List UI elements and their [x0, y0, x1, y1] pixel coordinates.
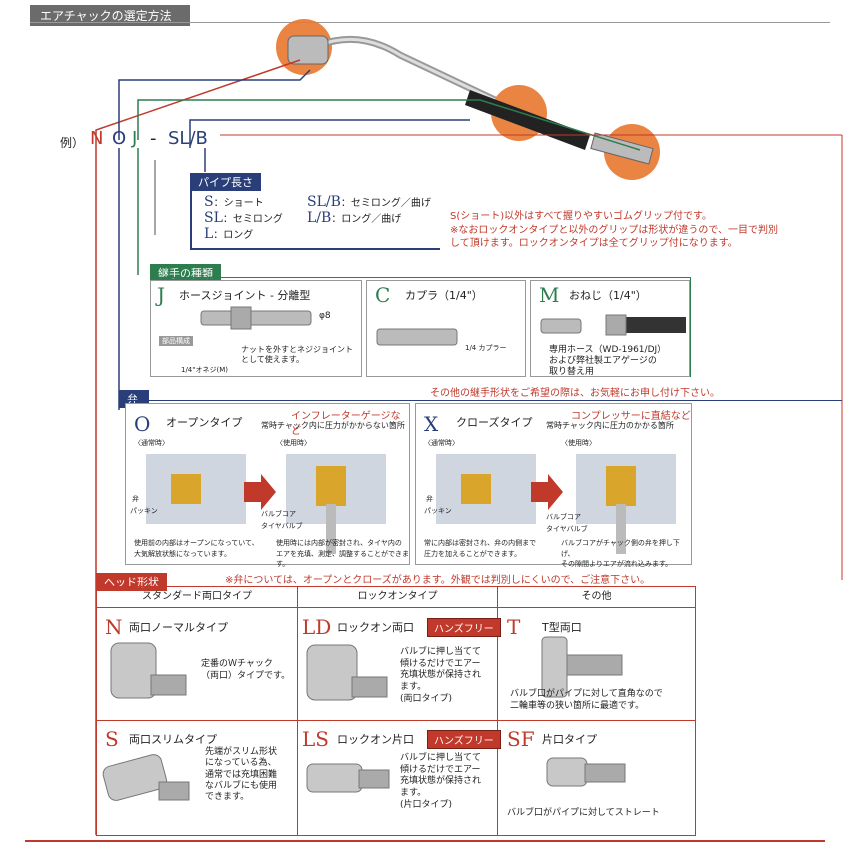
- joint-j-card: J ホースジョイント - 分離型 φ8 部品構成 1/4"オネジ(M) ナットを…: [150, 280, 362, 377]
- title-rule: [30, 22, 830, 23]
- pipe-length-box: S：ショート SL/B：セミロング／曲げ SL：セミロング L/B：ロング／曲げ…: [190, 188, 440, 250]
- head-t-letter: T: [507, 615, 521, 639]
- model-n: N: [90, 128, 104, 149]
- pipe-length-tag: パイプ長さ: [190, 173, 261, 191]
- model-j: J: [132, 128, 138, 149]
- model-o: O: [112, 128, 127, 149]
- bottom-rule: [25, 840, 825, 842]
- joint-m-card: M おねじ（1/4"） 専用ホース（WD-1961/DJ）および弊社製エアゲージ…: [530, 280, 690, 377]
- joint-c-card: C カプラ（1/4"） 1/4 カプラー: [366, 280, 526, 377]
- pipe-shape: [318, 35, 497, 104]
- head-n-letter: N: [105, 615, 123, 639]
- head-s-letter: S: [105, 727, 119, 751]
- valve-x-card: X クローズタイプ コンプレッサーに直結など 常時チャック内に圧力のかかる箇所 …: [415, 403, 692, 568]
- valve-footnote: ※弁については、オープンとクローズがあります。外観では判別しにくいので、ご注意下…: [225, 575, 651, 586]
- hands-free-badge: ハンズフリー: [427, 618, 501, 637]
- head-table: スタンダード両口タイプ ロックオンタイプ その他 N 両口ノーマルタイプ 定番の…: [96, 586, 696, 836]
- hands-free-badge-2: ハンズフリー: [427, 730, 501, 749]
- model-prefix: 例）: [60, 136, 85, 150]
- head-ls-letter: LS: [302, 727, 329, 751]
- head-ld-letter: LD: [302, 615, 332, 639]
- model-dash: -: [150, 128, 157, 149]
- joint-other-note: その他の継手形状をご希望の際は、お気軽にお申し付け下さい。: [430, 388, 720, 399]
- valve-o-card: O オープンタイプ インフレーターゲージなど 常時チャック内に圧力がかからない箇…: [125, 403, 410, 568]
- head-sf-letter: SF: [507, 727, 535, 751]
- page-title: エアチャックの選定方法: [30, 5, 190, 26]
- chuck-head-shape: [287, 35, 329, 65]
- model-slb: SL/B: [168, 128, 208, 149]
- hose-joint-shape: [590, 132, 654, 165]
- pipe-note: S(ショート)以外はすべて握りやすいゴムグリップ付です。 ※なおロックオンタイプ…: [450, 211, 778, 249]
